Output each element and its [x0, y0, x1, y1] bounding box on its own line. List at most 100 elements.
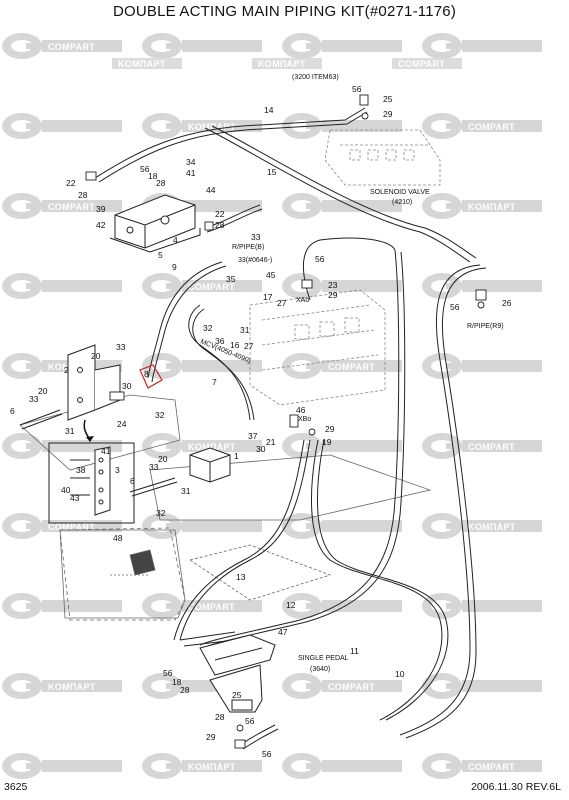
part-number: 28 — [180, 685, 190, 695]
part-number: 56 — [163, 668, 173, 678]
watermark-text: KOMПAPT — [258, 59, 306, 69]
solenoid-valve-block — [324, 129, 441, 186]
part-number: 40 — [61, 485, 71, 495]
part-number: 35 — [226, 274, 236, 284]
part-number: 3 — [115, 465, 120, 475]
part-number: 18 — [148, 171, 158, 181]
watermark-text: COMPART — [328, 362, 375, 372]
watermark-text: KOMПAPT — [118, 59, 166, 69]
watermark-text: KOMПAPT — [48, 682, 96, 692]
part-number: 22 — [215, 209, 225, 219]
part-number: 56 — [450, 302, 460, 312]
part-number: 44 — [206, 185, 216, 195]
highlight-part-8[interactable] — [139, 364, 163, 389]
valve-block-4 — [114, 194, 196, 249]
watermark-text: COMPART — [188, 282, 235, 292]
part-number: 41 — [186, 168, 196, 178]
label-rpipe-r9: R/PIPE(R9) — [467, 323, 504, 330]
part-number: 28 — [156, 178, 166, 188]
label-xbo: XBo — [298, 416, 311, 423]
watermark-text: KOMПAPT — [468, 522, 516, 532]
date-revision: 2006.11.30 REV.6L — [471, 781, 561, 793]
part-number: 31 — [65, 426, 75, 436]
part-number: 8 — [144, 369, 149, 379]
fittings — [85, 94, 487, 749]
inset-48 — [59, 529, 186, 619]
part-number: 32 — [203, 323, 213, 333]
part-number: 15 — [267, 167, 277, 177]
part-number: 12 — [286, 600, 296, 610]
part-number: 28 — [215, 712, 225, 722]
part-number: 36 — [215, 336, 225, 346]
part-number: 39 — [96, 204, 106, 214]
part-number: 30 — [122, 381, 132, 391]
watermark-text: COMPART — [48, 202, 95, 212]
part-number: 41 — [101, 446, 111, 456]
part-number: 9 — [172, 262, 177, 272]
single-pedal — [199, 634, 276, 713]
part-number: 27 — [244, 341, 254, 351]
watermark-text: KOMПAPT — [468, 202, 516, 212]
part-number: 38 — [76, 465, 86, 475]
page-number: 3625 — [4, 781, 28, 793]
part-number: 13 — [236, 572, 246, 582]
part-number: 45 — [266, 270, 276, 280]
detail-arrow-head — [86, 436, 94, 442]
part-number: 20 — [158, 454, 168, 464]
part-number: 19 — [322, 437, 332, 447]
page-title: DOUBLE ACTING MAIN PIPING KIT(#0271-1176… — [112, 3, 457, 20]
label-serial-33: 33(#0646-) — [238, 257, 272, 264]
part-number: 33 — [251, 232, 261, 242]
part-number: 22 — [66, 178, 76, 188]
part-number: 33 — [116, 342, 126, 352]
part-number: 47 — [278, 627, 288, 637]
part-number: 17 — [263, 292, 273, 302]
part-number: 11 — [350, 646, 359, 656]
label-xao: XAo — [296, 297, 309, 304]
watermark-text: COMPART — [48, 522, 95, 532]
part-number: 1 — [234, 451, 239, 461]
part-number: 7 — [212, 377, 217, 387]
part-number: 37 — [248, 431, 258, 441]
part-number: 2 — [64, 365, 69, 375]
watermark-text: COMPART — [398, 59, 445, 69]
part-number: 21 — [266, 437, 276, 447]
part-number: 25 — [383, 94, 393, 104]
part-number: 4 — [173, 235, 178, 245]
valve-1 — [189, 447, 231, 483]
watermark-layer: COMPART KOMПAPT KOMПAPT COMPART KOMПAPT … — [2, 33, 542, 779]
part-number: 29 — [325, 424, 335, 434]
bracket-2 — [67, 344, 121, 421]
part-number: 33 — [29, 394, 39, 404]
watermark-text: COMPART — [468, 122, 515, 132]
watermark-text: KOMПAPT — [188, 122, 236, 132]
part-number: 23 — [328, 280, 338, 290]
watermark-text: COMPART — [188, 602, 235, 612]
part-number: 56 — [140, 164, 150, 174]
watermark-text: KOMПAPT — [188, 442, 236, 452]
part-number: 24 — [117, 419, 127, 429]
part-number: 42 — [96, 220, 106, 230]
watermark-text: KOMПAPT — [188, 762, 236, 772]
part-number: 56 — [262, 749, 272, 759]
part-number: 46 — [296, 405, 306, 415]
watermark-text: COMPART — [468, 442, 515, 452]
part-number: 6 — [10, 406, 15, 416]
part-number: 20 — [38, 386, 48, 396]
watermark-text: COMPART — [48, 42, 95, 52]
part-number: 28 — [78, 190, 88, 200]
part-number: 32 — [155, 410, 165, 420]
label-solenoid-valve-num: (4210) — [392, 199, 412, 206]
part-numbers: 56 25 29 14 15 34 41 56 18 28 22 28 44 3… — [10, 84, 512, 759]
bracket-detail-3 — [48, 442, 135, 524]
part-number: 14 — [264, 105, 274, 115]
part-number: 32 — [156, 508, 166, 518]
part-number: 27 — [277, 298, 287, 308]
machine-frame — [19, 394, 432, 621]
part-number: 31 — [240, 325, 250, 335]
part-number: 26 — [502, 298, 512, 308]
part-number: 48 — [113, 533, 123, 543]
label-item63: (3200 ITEM63) — [292, 74, 339, 81]
part-number: 25 — [232, 690, 242, 700]
